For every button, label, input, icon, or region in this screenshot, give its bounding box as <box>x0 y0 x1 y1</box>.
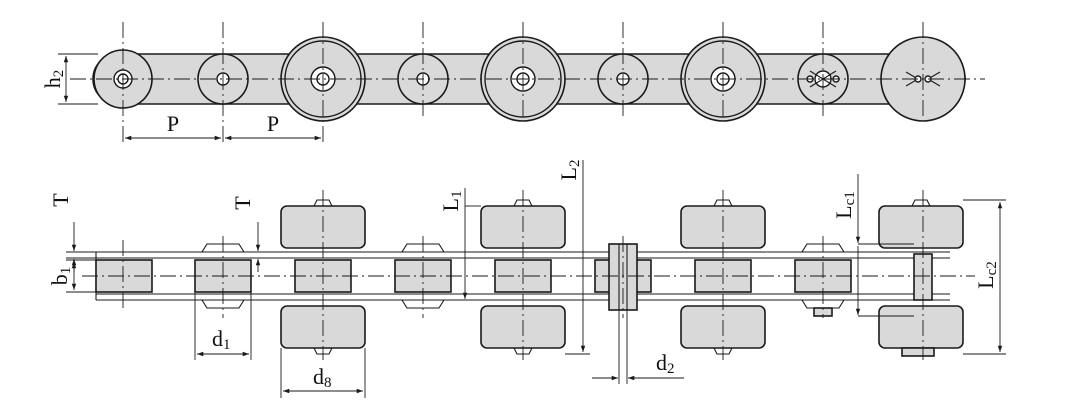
d8-subscript: 8 <box>324 375 332 391</box>
l1-subscript: 1 <box>449 191 465 199</box>
dimension-d1: d1 <box>194 292 252 360</box>
t-mid-label: T <box>230 196 255 210</box>
top-centerlines <box>82 190 975 360</box>
l2-subscript: 2 <box>567 160 583 168</box>
dimension-l2: L2 <box>556 160 590 355</box>
top-view: T b1 T d1 <box>47 160 1006 398</box>
d2-subscript: 2 <box>667 361 675 377</box>
dimension-lc2: Lc2 <box>963 199 1006 355</box>
l2-label: L <box>556 167 581 180</box>
dimension-b1: b1 <box>47 259 96 293</box>
svg-text:d1: d1 <box>212 326 231 353</box>
lc1-label: L <box>831 205 856 218</box>
svg-text:Lc2: Lc2 <box>973 261 1000 289</box>
svg-text:d2: d2 <box>656 350 675 377</box>
svg-text:L2: L2 <box>556 160 583 181</box>
lc1-subscript: c1 <box>842 191 858 205</box>
dimension-t-left: T <box>48 193 96 272</box>
dimension-lc1: Lc1 <box>831 174 914 317</box>
svg-text:d8: d8 <box>313 364 332 391</box>
l1-label: L <box>438 198 463 211</box>
dimension-h2: h2 <box>40 53 98 105</box>
h2-label: h <box>40 77 65 88</box>
svg-text:b1: b1 <box>47 267 74 286</box>
lc2-label: L <box>973 275 998 288</box>
d1-subscript: 1 <box>223 337 231 353</box>
pitch-label-2: P <box>267 111 279 136</box>
lc2-subscript: c2 <box>984 261 1000 275</box>
b1-label: b <box>47 274 72 285</box>
side-view: h2 P P <box>40 22 985 142</box>
svg-text:L1: L1 <box>438 191 465 212</box>
dimension-d2: d2 <box>592 310 684 384</box>
pitch-label-1: P <box>167 111 179 136</box>
t-left-label: T <box>48 193 73 207</box>
d8-label: d <box>313 364 324 389</box>
svg-text:h2: h2 <box>40 70 67 89</box>
dimension-t-mid: T <box>230 196 261 272</box>
side-centerlines <box>70 22 985 142</box>
dimension-l1: L1 <box>438 188 481 301</box>
h2-subscript: 2 <box>51 70 67 78</box>
dimension-d8: d8 <box>280 348 366 398</box>
b1-subscript: 1 <box>58 267 74 275</box>
svg-text:Lc1: Lc1 <box>831 191 858 219</box>
dimension-pitch: P P <box>125 111 321 141</box>
d1-label: d <box>212 326 223 351</box>
d2-label: d <box>656 350 667 375</box>
